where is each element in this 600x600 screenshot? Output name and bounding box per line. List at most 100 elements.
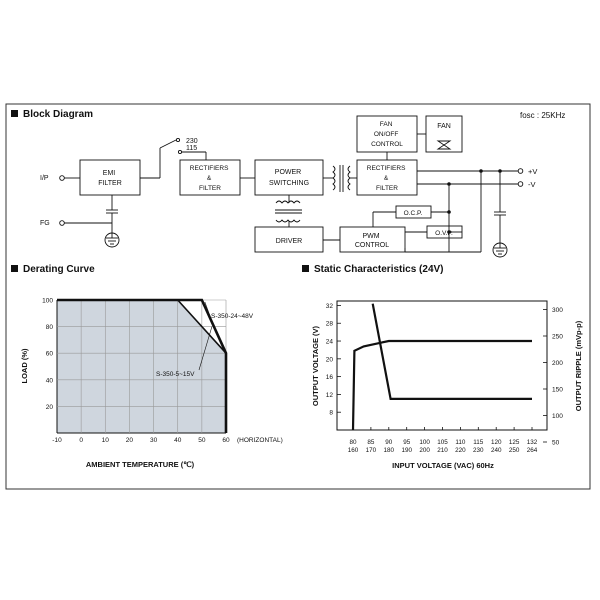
pwm-label: PWM CONTROL — [355, 233, 389, 249]
series-label-24-48v: S-350-24~48V — [211, 313, 254, 320]
y-left-tick-label: 20 — [326, 356, 334, 363]
output-voltage-line — [351, 339, 532, 431]
pwm-control-box — [339, 226, 406, 253]
x-tick-label-top: 105 — [437, 439, 448, 446]
y-right-tick-label: 250 — [552, 334, 563, 341]
fan-label: FAN — [437, 123, 451, 130]
y-left-tick-label: 28 — [326, 321, 334, 328]
fg-terminal — [59, 220, 65, 226]
x-tick-label-bottom: 160 — [348, 447, 359, 454]
rectifier-filter-box-1 — [179, 159, 241, 196]
ip-terminal — [59, 175, 65, 181]
y-right-tick-label: 100 — [552, 413, 563, 420]
header-bullet — [302, 265, 309, 272]
emi-label: EMI FILTER — [98, 170, 122, 187]
ground-icon — [492, 242, 508, 258]
leader-line — [198, 326, 213, 371]
x-tick-label-top: 120 — [491, 439, 502, 446]
x-tick-label: -10 — [52, 437, 62, 444]
power-switching-box — [254, 159, 324, 196]
ovp-label: O.V.P. — [435, 230, 453, 237]
ocp-label: O.C.P. — [404, 210, 423, 217]
x-tick-label-top: 95 — [403, 439, 411, 446]
x-tick-label-top: 80 — [349, 439, 357, 446]
ip-label: I/P — [40, 175, 49, 182]
block-diagram-title: Block Diagram — [23, 109, 93, 120]
leader-line — [204, 301, 211, 317]
series-line-5-15v — [57, 299, 227, 354]
x-tick-label: 60 — [222, 437, 230, 444]
y-left-tick-label: 12 — [326, 392, 334, 399]
x-tick-label-bottom: 200 — [419, 447, 430, 454]
x-axis-label: AMBIENT TEMPERATURE (℃) — [86, 460, 195, 469]
neg-out-terminal — [517, 181, 524, 187]
x-tick-label-top: 90 — [385, 439, 393, 446]
x-tick-label-top: 132 — [527, 439, 538, 446]
fg-label: FG — [40, 220, 50, 227]
y-right-tick-label: 150 — [552, 387, 563, 394]
x-tick-label: 20 — [126, 437, 134, 444]
derating-title: Derating Curve — [23, 264, 95, 275]
output-ripple-line — [371, 303, 532, 400]
neg-out-label: -V — [528, 180, 536, 189]
x-tick-label-top: 125 — [509, 439, 520, 446]
y-left-tick-label: 24 — [326, 339, 334, 346]
x-tick-label-bottom: 220 — [455, 447, 466, 454]
y-left-axis-label: OUTPUT VOLTAGE (V) — [311, 325, 320, 406]
y-right-tick-label: 50 — [552, 440, 560, 447]
y-tick-label: 60 — [46, 351, 54, 358]
header-bullet — [11, 110, 18, 117]
x-tick-label: 0 — [79, 437, 83, 444]
derating-safe-area — [57, 300, 226, 433]
fan-control-label: FAN ON/OFF CONTROL — [371, 121, 403, 148]
rectifier-2-label: RECTIFIERS & FILTER — [367, 165, 407, 192]
x-tick-label: 10 — [102, 437, 110, 444]
y-right-axis-label: OUTPUT RIPPLE (mVp-p) — [574, 320, 583, 411]
x-tick-label: 30 — [150, 437, 158, 444]
x-tick-label-bottom: 250 — [509, 447, 520, 454]
power-switching-label: POWER SWITCHING — [269, 169, 309, 187]
driver-label: DRIVER — [276, 238, 302, 245]
y-right-tick-label: 300 — [552, 307, 563, 314]
x-tick-label-bottom: 210 — [437, 447, 448, 454]
x-tick-label-top: 115 — [473, 439, 484, 446]
x-axis-note: (HORIZONTAL) — [237, 437, 283, 444]
x-tick-label: 40 — [174, 437, 182, 444]
y-left-tick-label: 16 — [326, 374, 334, 381]
y-tick-label: 80 — [46, 324, 54, 331]
x-tick-label-bottom: 240 — [491, 447, 502, 454]
y-tick-label: 100 — [42, 298, 53, 305]
y-tick-label: 40 — [46, 377, 54, 384]
plot-frame — [336, 300, 548, 431]
static-title: Static Characteristics (24V) — [314, 264, 444, 275]
fan-box — [425, 115, 463, 153]
pos-out-terminal — [517, 168, 524, 174]
y-right-tick-label: 200 — [552, 360, 563, 367]
x-tick-label-bottom: 264 — [527, 447, 538, 454]
derating-chart: 20 40 60 80 100 -10 0 10 20 30 40 50 60 (HORIZONTAL) S… — [20, 298, 283, 470]
y-tick-label: 20 — [46, 404, 54, 411]
y-left-tick-label: 8 — [329, 410, 333, 417]
x-tick-label: 50 — [198, 437, 206, 444]
series-label-5-15v: S-350-5~15V — [156, 371, 195, 378]
ground-icon — [104, 232, 120, 248]
switch-230-label: 230 — [186, 138, 198, 145]
switch-115-label: 115 — [186, 145, 197, 152]
x-tick-label-top: 110 — [455, 439, 466, 446]
header-bullet — [11, 265, 18, 272]
emi-filter-box — [79, 159, 141, 196]
rectifier-1-label: RECTIFIERS & FILTER — [190, 165, 230, 192]
y-axis-label: LOAD (%) — [20, 348, 29, 383]
x-tick-label-bottom: 180 — [384, 447, 395, 454]
x-tick-label-bottom: 190 — [401, 447, 412, 454]
x-tick-label-bottom: 170 — [366, 447, 377, 454]
x-tick-label-top: 100 — [419, 439, 430, 446]
pos-out-label: +V — [528, 167, 537, 176]
block-diagram: Block Diagram fosc : 25KHz I/P FG — [11, 109, 565, 258]
x-tick-label-bottom: 230 — [473, 447, 484, 454]
fosc-label: fosc : 25KHz — [520, 111, 565, 120]
y-left-tick-label: 32 — [326, 303, 334, 310]
x-tick-label-top: 85 — [367, 439, 375, 446]
